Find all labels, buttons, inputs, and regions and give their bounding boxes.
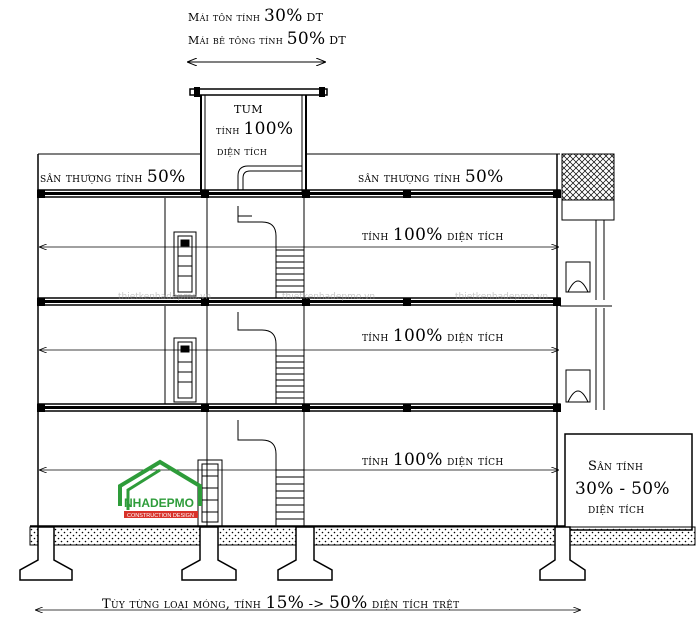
yard-line3: diện tích: [588, 502, 644, 517]
terrace-right-label: sân thượng tính 50%: [358, 167, 504, 187]
tum-title: TUM: [234, 103, 263, 116]
staircase: [237, 206, 304, 526]
watermark-text: thietkenhadepmo.vn: [118, 292, 211, 302]
tum-line2: tính 100%: [216, 119, 293, 139]
floor-label-3: tính 100% diện tích: [362, 225, 504, 245]
facade-detail: [560, 153, 615, 410]
door: [173, 231, 197, 297]
terrace-left-label: sân thượng tính 50%: [40, 167, 186, 187]
floor-label-2: tính 100% diện tích: [362, 326, 504, 346]
brand-logo: NHADEPMO CONSTRUCTION DESIGN: [118, 459, 202, 519]
watermark-text: thietkenhadepmo.vn: [455, 292, 548, 302]
tum-line3: diện tích: [217, 145, 267, 158]
dimension-arrows: [36, 247, 580, 610]
logo-name: NHADEPMO: [124, 496, 194, 510]
foundation-label: Tùy từng loại móng, tính 15% -> 50% diện…: [102, 593, 459, 613]
roof-label-line1: Mái tôn tính 30% DT: [188, 6, 324, 26]
yard-box: [564, 433, 693, 531]
roof-label-line2: Mái bê tông tính 50% DT: [188, 29, 346, 49]
ground-fill: [29, 526, 696, 546]
watermark-text: thietkenhadepmo.vn: [282, 292, 375, 302]
door: [173, 337, 197, 403]
tum-block: [189, 87, 328, 192]
building-structure: [30, 153, 565, 527]
logo-subtitle: CONSTRUCTION DESIGN: [127, 513, 194, 519]
yard-line1: Sân tính: [588, 459, 643, 474]
floor-label-1: tính 100% diện tích: [362, 450, 504, 470]
footing: [19, 526, 586, 581]
yard-line2: 30% - 50%: [575, 479, 670, 499]
